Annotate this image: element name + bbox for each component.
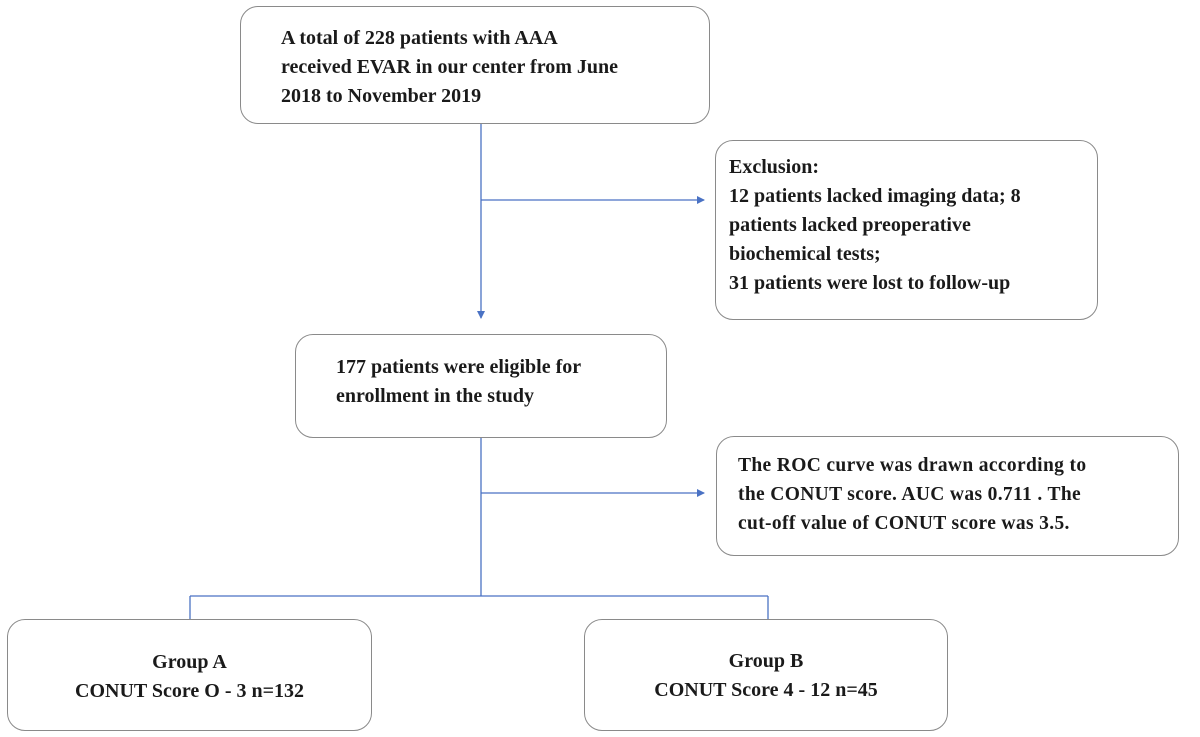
- group-a-title: Group A: [152, 651, 227, 673]
- roc-text-line: The ROC curve was drawn according to: [738, 455, 1087, 476]
- exclusion-text-line: biochemical tests;: [729, 243, 881, 265]
- exclusion-text-line: 12 patients lacked imaging data; 8: [729, 185, 1021, 207]
- group-a-box: Group A CONUT Score O - 3 n=132: [7, 619, 372, 731]
- exclusion-box: Exclusion: 12 patients lacked imaging da…: [715, 140, 1098, 320]
- group-a-detail: CONUT Score O - 3 n=132: [75, 680, 304, 702]
- eligible-text-line: 177 patients were eligible for: [336, 356, 582, 378]
- total-patients-text-line: A total of 228 patients with AAA: [281, 27, 558, 49]
- total-patients-text-line: 2018 to November 2019: [281, 85, 482, 107]
- total-patients-text-line: received EVAR in our center from June: [281, 56, 619, 78]
- group-b-title: Group B: [728, 650, 804, 672]
- eligible-text-line: enrollment in the study: [336, 385, 534, 407]
- group-b-detail: CONUT Score 4 - 12 n=45: [654, 679, 878, 701]
- exclusion-heading: Exclusion:: [729, 156, 820, 178]
- total-patients-box: A total of 228 patients with AAA receive…: [240, 6, 710, 124]
- eligible-patients-box: 177 patients were eligible for enrollmen…: [295, 334, 667, 438]
- roc-analysis-box: The ROC curve was drawn according to the…: [716, 436, 1179, 556]
- roc-text-line: the CONUT score. AUC was 0.711 . The: [738, 484, 1082, 505]
- exclusion-text-line: 31 patients were lost to follow-up: [729, 272, 1011, 294]
- roc-text-line: cut-off value of CONUT score was 3.5.: [738, 513, 1070, 534]
- group-b-box: Group B CONUT Score 4 - 12 n=45: [584, 619, 948, 731]
- exclusion-text-line: patients lacked preoperative: [729, 214, 971, 236]
